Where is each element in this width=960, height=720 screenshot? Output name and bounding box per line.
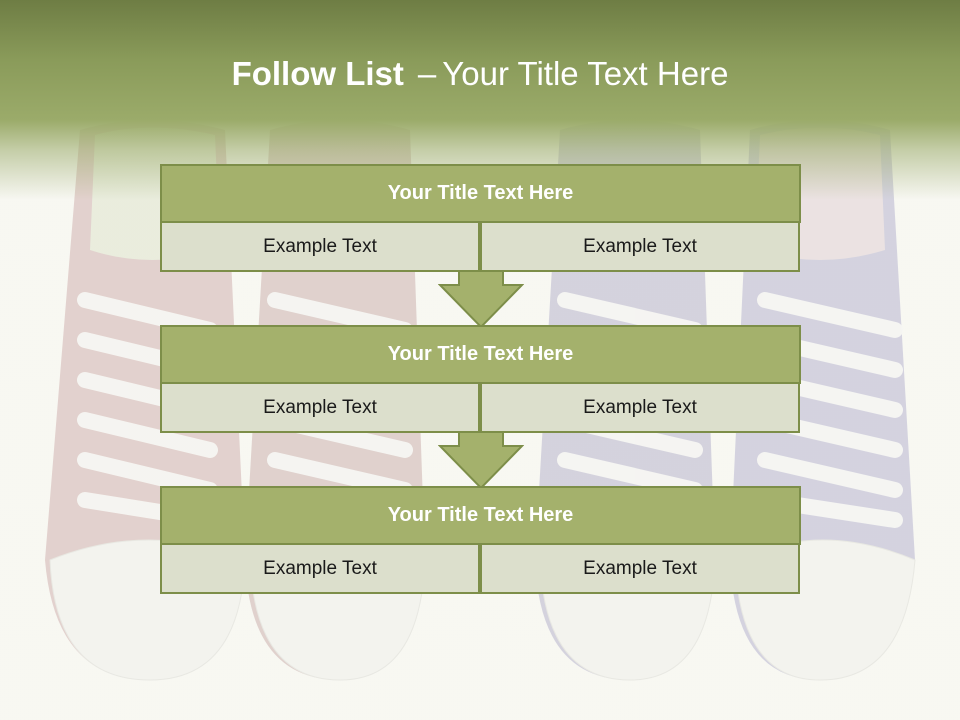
- block-right-cell: Example Text: [480, 221, 800, 272]
- block-title: Your Title Text Here: [160, 486, 801, 545]
- block-left-cell: Example Text: [160, 221, 480, 272]
- title-bold: Follow List: [231, 55, 404, 92]
- down-arrow-icon: [438, 271, 524, 329]
- block-left-cell: Example Text: [160, 543, 480, 594]
- title-rest: Your Title Text Here: [442, 55, 729, 92]
- block-right-cell: Example Text: [480, 543, 800, 594]
- title-separator: –: [417, 55, 437, 92]
- slide-title: Follow List–Your Title Text Here: [0, 55, 960, 93]
- block-right-cell: Example Text: [480, 382, 800, 433]
- block-left-cell: Example Text: [160, 382, 480, 433]
- block-title: Your Title Text Here: [160, 325, 801, 384]
- down-arrow-icon: [438, 432, 524, 490]
- block-title: Your Title Text Here: [160, 164, 801, 223]
